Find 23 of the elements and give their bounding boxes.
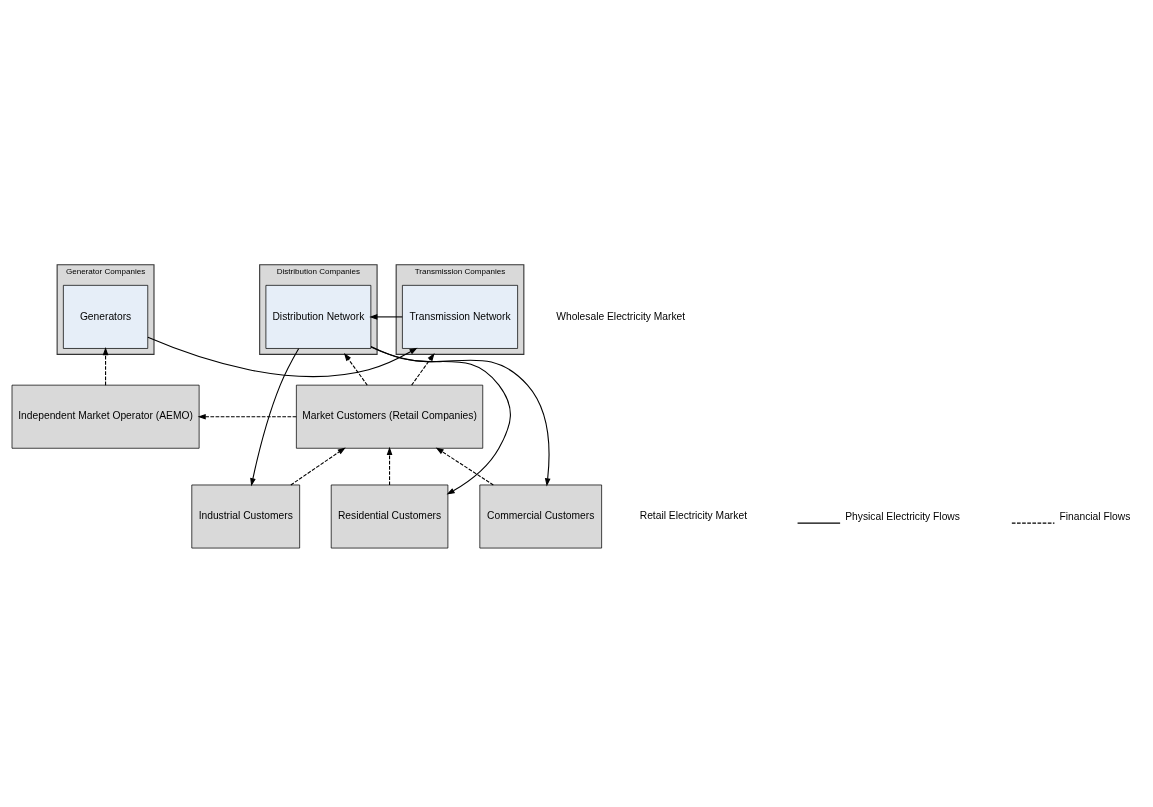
arrow: [386, 446, 393, 486]
node-box: Residential Customers: [330, 484, 449, 549]
node-box: Generators: [63, 285, 149, 349]
legend-label: Financial Flows: [1059, 510, 1131, 522]
arrow: [369, 314, 403, 320]
node-box: Commercial Customers: [479, 484, 602, 549]
arrow: [102, 347, 109, 386]
arrow: [370, 346, 551, 487]
node-box: Independent Market Operator (AEMO): [11, 384, 200, 449]
node-box: Market Customers (Retail Companies): [296, 384, 484, 449]
node-box: Industrial Customers: [191, 484, 301, 549]
label: Retail Electricity Market: [639, 510, 747, 522]
legend-label: Physical Electricity Flows: [845, 510, 960, 522]
arrow: [250, 348, 300, 487]
arrow: [343, 353, 368, 386]
arrow: [411, 352, 435, 386]
arrow: [290, 447, 346, 486]
node-box: Distribution Network: [265, 285, 372, 349]
arrow: [197, 413, 297, 420]
node-box: Transmission Network: [402, 285, 518, 349]
arrow: [435, 447, 494, 486]
label: Wholesale Electricity Market: [556, 310, 686, 322]
arrow: [147, 336, 418, 378]
